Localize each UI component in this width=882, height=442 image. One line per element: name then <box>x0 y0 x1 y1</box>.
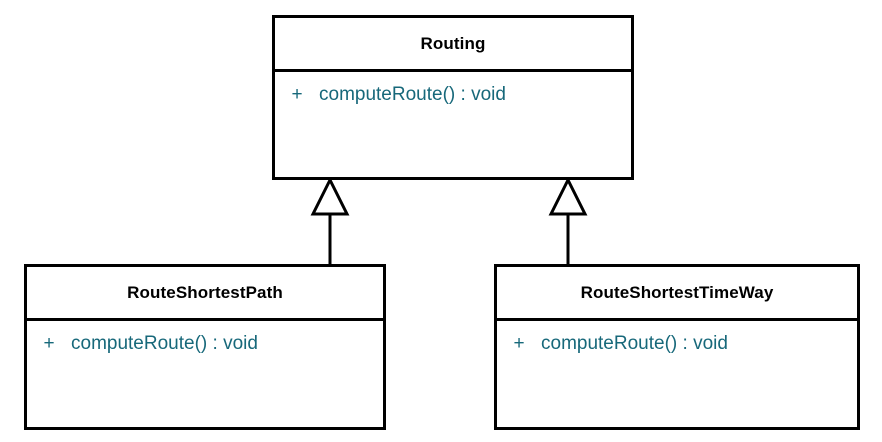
class-name-routing: Routing <box>275 18 631 72</box>
generalization-left-triangle-icon <box>310 176 350 216</box>
class-members-routing: + computeRoute() : void <box>275 72 631 108</box>
class-name-route-shortest-path: RouteShortestPath <box>27 267 383 321</box>
class-box-route-shortest-path[interactable]: RouteShortestPath + computeRoute() : voi… <box>24 264 386 430</box>
class-box-routing[interactable]: Routing + computeRoute() : void <box>272 15 634 180</box>
member-signature: computeRoute() : void <box>541 333 728 354</box>
class-name-route-shortest-time-way: RouteShortestTimeWay <box>497 267 857 321</box>
member-row[interactable]: + computeRoute() : void <box>275 82 631 108</box>
member-row[interactable]: + computeRoute() : void <box>27 331 383 357</box>
member-visibility-icon: + <box>43 333 55 354</box>
generalization-right-triangle-icon <box>548 176 588 216</box>
class-members-route-shortest-path: + computeRoute() : void <box>27 321 383 357</box>
member-visibility-icon: + <box>291 84 303 105</box>
class-box-route-shortest-time-way[interactable]: RouteShortestTimeWay + computeRoute() : … <box>494 264 860 430</box>
member-signature: computeRoute() : void <box>319 84 506 105</box>
class-members-route-shortest-time-way: + computeRoute() : void <box>497 321 857 357</box>
member-visibility-icon: + <box>513 333 525 354</box>
member-row[interactable]: + computeRoute() : void <box>497 331 857 357</box>
member-signature: computeRoute() : void <box>71 333 258 354</box>
